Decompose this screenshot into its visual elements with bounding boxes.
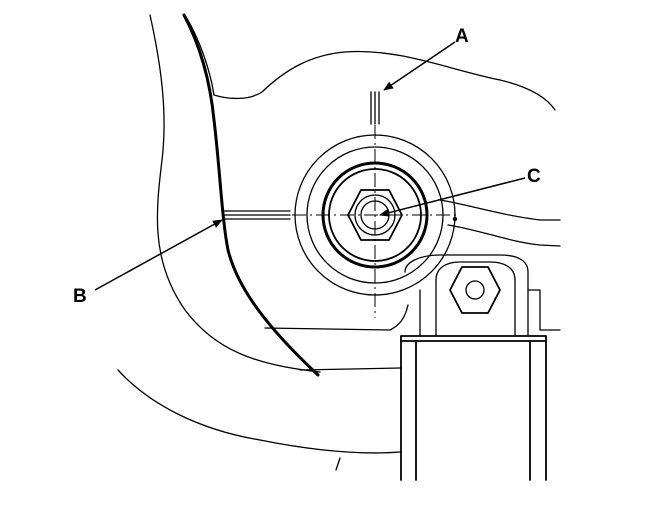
alignment-mark-b — [223, 210, 291, 220]
center-lines — [292, 125, 460, 318]
leader-arrows — [94, 41, 526, 291]
callout-label-b: B — [73, 286, 87, 307]
lower-ledge — [264, 304, 409, 371]
housing-outline — [117, 14, 556, 471]
alignment-mark-a — [370, 91, 380, 125]
leader-b — [94, 219, 223, 291]
leader-c — [379, 177, 526, 217]
callout-label-c: C — [527, 166, 541, 187]
callout-label-a: A — [455, 26, 469, 47]
reference-edge-line — [182, 13, 320, 377]
leader-a — [383, 41, 456, 91]
connecting-arm — [400, 254, 561, 481]
